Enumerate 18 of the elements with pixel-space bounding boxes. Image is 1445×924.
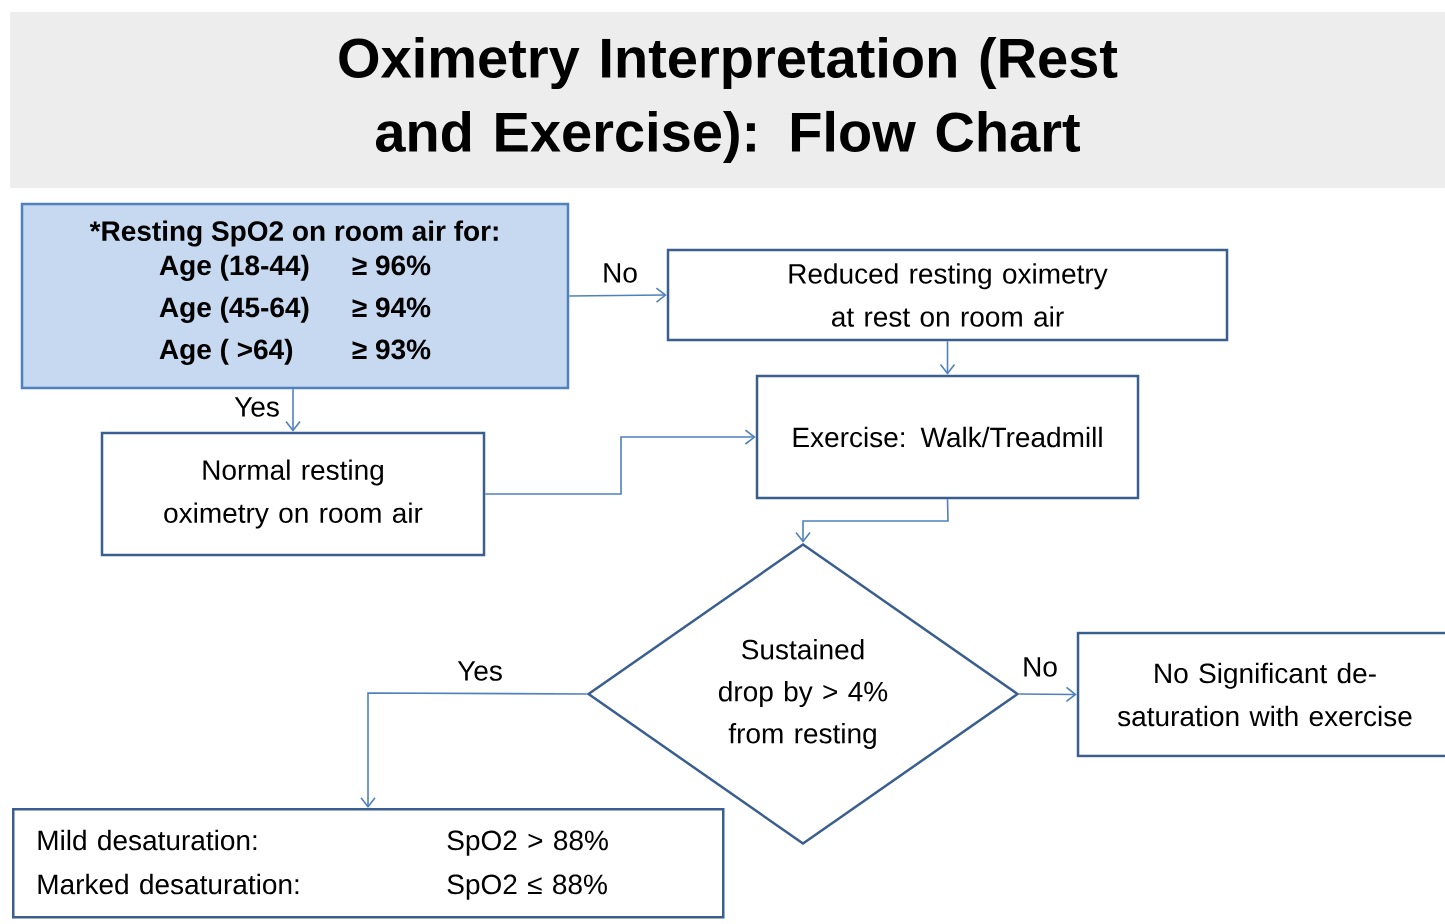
arrow bbox=[795, 498, 949, 543]
criteria-box: *Resting SpO2 on room air for: Age (18-44) ≥ 96% Age (45-64) ≥ 94% Age ( >64) ≥ 93% bbox=[20, 202, 570, 390]
process-box: Exercise: Walk/Treadmill bbox=[755, 374, 1140, 500]
arrow bbox=[360, 692, 588, 808]
result-box: Mild desaturation: SpO2 > 88% Marked desaturation: SpO2 ≤ 88% bbox=[12, 808, 725, 919]
arrow bbox=[568, 287, 667, 303]
edge-label: Yes bbox=[456, 660, 504, 682]
arrow bbox=[1018, 686, 1077, 703]
edge-label: No bbox=[1021, 656, 1059, 678]
process-box: Reduced resting oximetry at rest on room air bbox=[666, 248, 1229, 342]
edge-label: No bbox=[601, 262, 639, 284]
edge-label: Yes bbox=[233, 396, 281, 418]
process-box: No Significant de-saturation with exercise bbox=[1076, 631, 1445, 758]
arrow bbox=[484, 429, 756, 495]
process-box: Normal resting oximetry on room air bbox=[100, 431, 486, 557]
title-banner: Oximetry Interpretation (Rest and Exercise): Flow Chart bbox=[10, 12, 1445, 188]
arrow bbox=[939, 340, 956, 375]
arrow bbox=[285, 388, 301, 432]
